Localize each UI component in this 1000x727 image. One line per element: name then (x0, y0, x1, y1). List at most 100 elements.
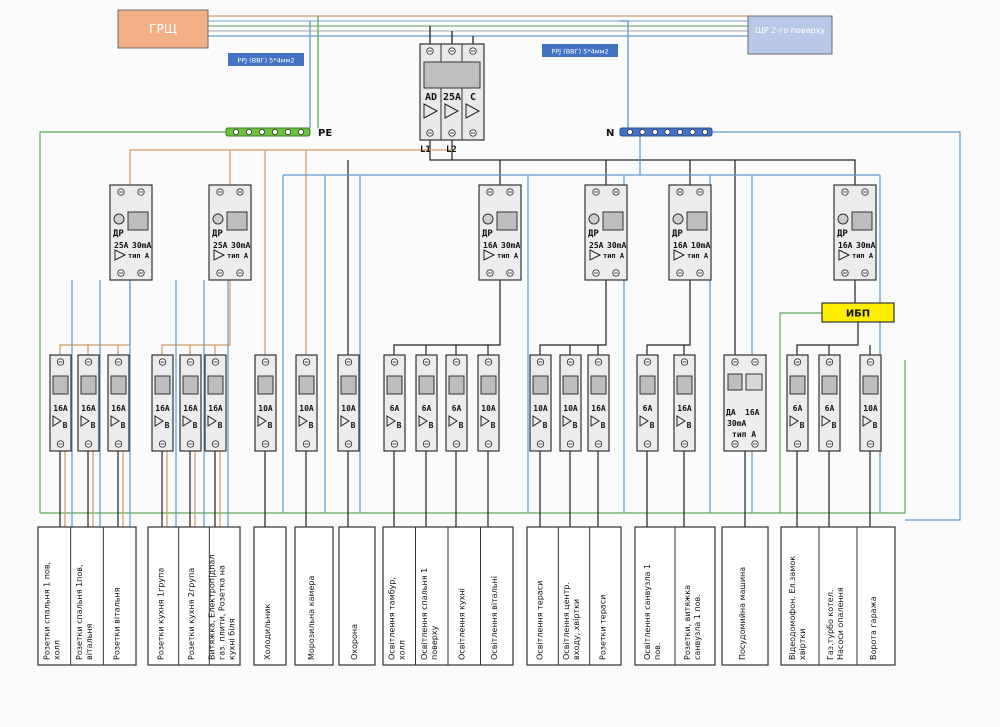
breaker-curve: B (165, 421, 170, 430)
breaker-handle (257, 375, 274, 395)
main-breaker-handle (423, 61, 481, 89)
breaker-body (77, 354, 100, 452)
breaker-curve: B (63, 421, 68, 430)
breaker-curve: B (873, 421, 878, 430)
breaker-triangle-icon (562, 415, 572, 427)
diff-breaker-leak: 30mA (727, 419, 746, 428)
rcd-type: тип A (852, 252, 874, 260)
terminal-screw-icon (469, 47, 477, 55)
terminal-screw-icon (158, 358, 167, 366)
pe-bus: PE (225, 127, 332, 139)
load-label-line: холл (52, 640, 61, 660)
terminal-screw-icon (793, 358, 802, 366)
load-label-line: Розетки тераси (598, 595, 607, 660)
load-label: Відеодомофон. Ел.замокхвіртки (788, 556, 807, 660)
terminal-screw-icon (486, 269, 494, 277)
terminal-screw-icon (536, 358, 545, 366)
rcd-type: тип A (603, 252, 625, 260)
load-label-line: холл (397, 640, 406, 660)
terminal-screw-icon (84, 440, 93, 448)
terminal-screw-icon (426, 47, 434, 55)
breaker-curve: B (491, 421, 496, 430)
breaker-handle (386, 375, 403, 395)
breaker-rating: 16A (111, 404, 126, 413)
breaker-triangle-icon (154, 415, 164, 427)
load-group-4: Морозильна камера (294, 526, 334, 666)
terminal-screw-icon (261, 358, 270, 366)
terminal-screw-icon (486, 188, 494, 196)
rcd-label: ДР (113, 229, 124, 239)
breaker-rating: 6A (643, 404, 653, 413)
load-label-line: Насоси опалення (836, 587, 845, 660)
breaker-group: 16AB16AB16AB16AB16AB16AB10AB10AB10AB6AB6… (49, 354, 882, 452)
load-label: Освітлення кухні (457, 588, 466, 660)
breaker-rating: 16A (677, 404, 692, 413)
breaker-body (295, 354, 318, 452)
breaker-handle (182, 375, 199, 395)
breaker-body (49, 354, 72, 452)
terminal-screw-icon (137, 269, 145, 277)
breaker-body (859, 354, 882, 452)
breaker-rating: 10A (299, 404, 314, 413)
breaker-rating: 10A (533, 404, 548, 413)
terminal-screw-icon (536, 440, 545, 448)
breaker-body (529, 354, 552, 452)
load-group-5: Охорона (338, 526, 376, 666)
breaker-curve: B (459, 421, 464, 430)
breaker-body (179, 354, 202, 452)
load-label-line: входу, хвіртки (572, 599, 581, 660)
terminal-screw-icon (390, 440, 399, 448)
load-label-line: Охорона (350, 624, 359, 660)
load-label: Посудомийна машина (738, 567, 747, 660)
bus-terminal-icon (258, 128, 265, 135)
breaker-handle (862, 375, 879, 395)
rcd-label: ДР (672, 229, 683, 239)
load-label-line: Розетки, витяжка (683, 585, 692, 660)
breaker-triangle-icon (298, 415, 308, 427)
terminal-screw-icon (158, 440, 167, 448)
rcd-body (478, 184, 522, 281)
rcd-triangle-icon (673, 249, 686, 261)
rcd-test-button-icon (588, 213, 600, 225)
terminal-screw-icon (216, 188, 224, 196)
load-label: Морозильна камера (307, 576, 316, 660)
load-label-line: Освітлення тамбур, (387, 577, 396, 660)
breaker-12: 6AB (445, 354, 468, 452)
n-wire (712, 131, 961, 521)
breaker-10: 6AB (383, 354, 406, 452)
rcd-handle (851, 211, 873, 231)
load-label: Розетки тераси (598, 595, 607, 660)
breaker-curve: B (429, 421, 434, 430)
bus-terminal-icon (689, 128, 696, 135)
rcd-type: тип A (497, 252, 519, 260)
rcd-label: ДР (588, 229, 599, 239)
bus-terminal-icon (702, 128, 709, 135)
load-label-line: Посудомийна машина (738, 567, 747, 660)
rcd-test-button-icon (212, 213, 224, 225)
load-label-line: Газ.турбо котел. (826, 590, 835, 660)
bus-terminal-icon (297, 128, 304, 135)
breaker-handle (562, 375, 579, 395)
rcd-label: ДР (482, 229, 493, 239)
load-label: Розетки, витяжкасанвузла 1 пов. (683, 585, 702, 660)
breaker-17: 6AB (636, 354, 659, 452)
load-label-line: Освітлення кухні (457, 588, 466, 660)
breaker-11: 6AB (415, 354, 438, 452)
load-label-line: Освітлення вітальні (490, 576, 499, 660)
terminal-screw-icon (211, 358, 220, 366)
breaker-rating: 16A (183, 404, 198, 413)
terminal-screw-icon (506, 269, 514, 277)
load-box (721, 526, 769, 666)
terminal-screw-icon (469, 129, 477, 137)
load-label-line: кухні біля (228, 618, 237, 660)
breaker-rating: 10A (341, 404, 356, 413)
breaker-rating: 16A (81, 404, 96, 413)
